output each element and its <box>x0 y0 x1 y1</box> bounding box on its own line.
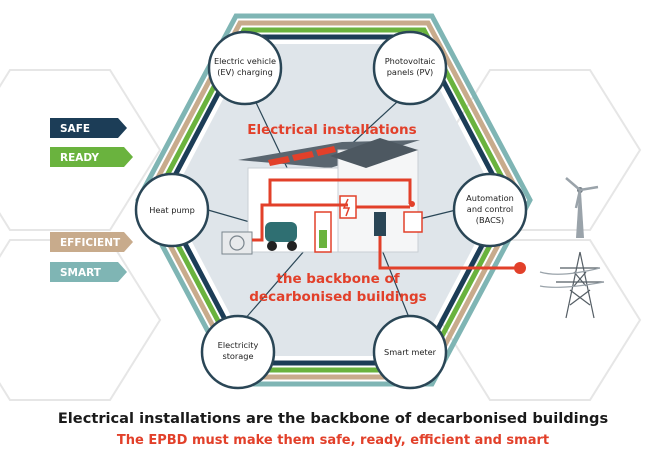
center-subtitle-line2: decarbonised buildings <box>249 289 426 305</box>
center-subtitle-line1: the backbone of <box>276 271 399 287</box>
node-storage-label-line1: Electricity <box>218 340 259 350</box>
center-title: Electrical installations <box>247 122 416 138</box>
tag-label-smart: SMART <box>60 267 102 279</box>
tag-band-efficient <box>50 232 133 252</box>
wind-turbine-icon <box>565 177 599 238</box>
grid-connection-dot <box>514 262 526 274</box>
house-illustration <box>221 138 526 274</box>
node-smart-meter: Smart meter <box>372 314 448 390</box>
tag-band-ready <box>50 147 133 167</box>
node-bacs-label-line1: Automation <box>466 193 514 203</box>
node-storage-label-line2: storage <box>222 351 253 361</box>
tag-label-efficient: EFFICIENT <box>60 237 121 249</box>
node-ev-label-line2: (EV) charging <box>217 67 273 77</box>
node-meter-label: Smart meter <box>384 347 437 357</box>
tag-band-smart <box>50 262 127 282</box>
tag-bands: SAFE READY EFFICIENT SMART <box>50 118 133 282</box>
node-bacs-label-line3: (BACS) <box>476 215 504 225</box>
meter-box-icon <box>374 212 386 236</box>
node-pv-label-line2: panels (PV) <box>387 67 434 77</box>
power-pylon-icon <box>539 251 605 319</box>
node-bacs-label-line2: and control <box>467 204 513 214</box>
tag-label-safe: SAFE <box>60 123 90 135</box>
tag-label-ready: READY <box>60 152 99 164</box>
tag-band-safe <box>50 118 127 138</box>
node-ev-charging: Electric vehicle (EV) charging <box>207 30 283 106</box>
node-photovoltaic: Photovoltaic panels (PV) <box>372 30 448 106</box>
node-ev-label-line1: Electric vehicle <box>214 56 276 66</box>
node-heat-pump-label: Heat pump <box>149 205 195 215</box>
node-heat-pump: Heat pump <box>134 172 210 248</box>
node-pv-label-line1: Photovoltaic <box>385 56 436 66</box>
thermostat-icon <box>403 211 423 233</box>
heat-pump-unit-icon <box>221 231 253 255</box>
car-icon <box>265 222 297 242</box>
solar-panel-icon <box>268 146 336 166</box>
footer-subline: The EPBD must make them safe, ready, eff… <box>116 433 550 448</box>
node-electricity-storage: Electricity storage <box>200 314 276 390</box>
footer-headline: Electrical installations are the backbon… <box>57 410 609 427</box>
node-bacs: Automation and control (BACS) <box>452 172 528 248</box>
